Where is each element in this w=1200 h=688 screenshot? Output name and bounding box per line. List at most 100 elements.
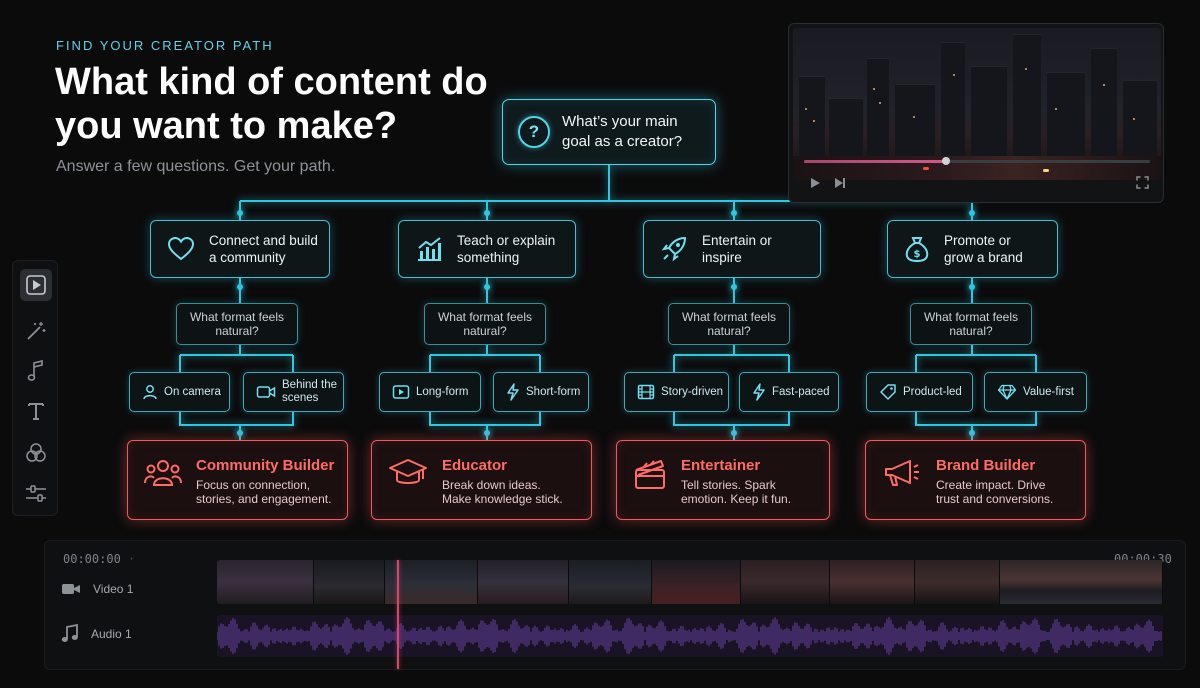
toolbar-magic-button[interactable] <box>24 319 48 343</box>
diamond-icon <box>997 384 1017 400</box>
video-clip[interactable] <box>1000 560 1163 604</box>
video-track[interactable] <box>217 560 1163 604</box>
video-progress-fill <box>804 160 946 163</box>
option-label: Product-led <box>903 385 962 398</box>
goal-node-brand[interactable]: $ Promote or grow a brand <box>887 220 1058 278</box>
option-story-driven[interactable]: Story-driven <box>624 372 729 412</box>
graduation-cap-icon <box>389 459 427 484</box>
video-clip[interactable] <box>217 560 314 604</box>
audio-track[interactable] <box>217 615 1163 657</box>
video-clip[interactable] <box>314 560 385 604</box>
svg-text:$: $ <box>914 249 921 260</box>
video-clip[interactable] <box>652 560 741 604</box>
option-label: Story-driven <box>661 385 723 398</box>
format-question-teach[interactable]: What format feels natural? <box>424 303 546 345</box>
clapperboard-icon <box>635 460 665 489</box>
option-behind-the-scenes[interactable]: Behind the scenes <box>243 372 344 412</box>
result-title: Educator <box>442 457 508 474</box>
kicker-label: FIND YOUR CREATOR PATH <box>56 38 274 53</box>
option-label: Value-first <box>1023 385 1074 398</box>
question-icon: ? <box>518 116 550 148</box>
option-label: Fast-paced <box>772 385 830 398</box>
result-community-builder[interactable]: Community Builder Focus on connection, s… <box>127 440 348 520</box>
bolt-icon <box>507 383 519 401</box>
waveform-path <box>217 617 1162 655</box>
option-product-led[interactable]: Product-led <box>866 372 973 412</box>
option-long-form[interactable]: Long-form <box>379 372 481 412</box>
play-icon <box>26 275 46 295</box>
toolbar-audio-button[interactable] <box>24 359 48 383</box>
play-box-icon <box>392 385 410 399</box>
toolbar-play-button[interactable] <box>20 269 52 301</box>
video-progress-handle[interactable] <box>941 157 950 165</box>
result-description: Create impact. Drive trust and conversio… <box>936 478 1054 506</box>
result-brand-builder[interactable]: Brand Builder Create impact. Drive trust… <box>865 440 1086 520</box>
main-question-node[interactable]: ? What’s your main goal as a creator? <box>502 99 716 165</box>
track-name: Audio 1 <box>91 627 132 641</box>
option-label: Behind the scenes <box>282 379 337 404</box>
megaphone-icon <box>885 460 919 486</box>
tag-icon <box>880 384 896 400</box>
result-title: Entertainer <box>681 457 761 474</box>
video-frame-city-night <box>793 28 1161 180</box>
play-icon[interactable] <box>809 177 821 189</box>
editor-toolbar <box>12 260 58 516</box>
color-circles-icon <box>26 443 46 462</box>
result-title: Community Builder <box>196 457 335 474</box>
goal-node-teach[interactable]: Teach or explain something <box>398 220 576 278</box>
chart-icon <box>418 237 441 261</box>
people-icon <box>144 460 182 486</box>
video-clip[interactable] <box>915 560 1000 604</box>
fullscreen-icon[interactable] <box>1136 176 1149 189</box>
next-icon[interactable] <box>834 177 846 189</box>
heart-icon <box>167 236 195 261</box>
option-short-form[interactable]: Short-form <box>493 372 589 412</box>
video-clip[interactable] <box>830 560 915 604</box>
music-note-icon <box>61 624 78 642</box>
rocket-icon <box>661 236 687 262</box>
video-clip[interactable] <box>385 560 478 604</box>
option-fast-paced[interactable]: Fast-paced <box>739 372 839 412</box>
track-label-audio[interactable]: Audio 1 <box>61 624 132 644</box>
format-question-entertain[interactable]: What format feels natural? <box>668 303 790 345</box>
goal-label: Entertain or inspire <box>702 233 772 265</box>
option-value-first[interactable]: Value-first <box>984 372 1087 412</box>
result-description: Focus on connection, stories, and engage… <box>196 478 332 506</box>
video-clip[interactable] <box>741 560 830 604</box>
format-question-brand[interactable]: What format feels natural? <box>910 303 1032 345</box>
film-icon <box>637 384 655 400</box>
money-bag-icon: $ <box>905 237 929 263</box>
music-note-icon <box>27 360 43 381</box>
option-label: Short-form <box>526 385 581 398</box>
toolbar-text-button[interactable] <box>24 399 48 423</box>
result-entertainer[interactable]: Entertainer Tell stories. Spark emotion.… <box>616 440 830 520</box>
video-progress-bar[interactable] <box>804 157 1150 165</box>
person-icon <box>143 385 157 400</box>
result-description: Break down ideas. Make knowledge stick. <box>442 478 563 506</box>
track-label-video[interactable]: Video 1 <box>61 581 133 597</box>
page-subtitle: Answer a few questions. Get your path. <box>56 158 336 175</box>
goal-label: Connect and build a community <box>209 233 318 265</box>
video-camera-icon <box>62 584 80 594</box>
text-icon <box>28 403 44 420</box>
sliders-icon <box>26 485 46 502</box>
option-on-camera[interactable]: On camera <box>129 372 230 412</box>
track-name: Video 1 <box>93 582 134 596</box>
option-label: On camera <box>164 385 221 398</box>
toolbar-color-button[interactable] <box>24 441 48 465</box>
video-clip[interactable] <box>478 560 569 604</box>
goal-node-community[interactable]: Connect and build a community <box>150 220 330 278</box>
option-label: Long-form <box>416 385 469 398</box>
audio-waveform <box>217 617 1162 655</box>
format-question-community[interactable]: What format feels natural? <box>176 303 298 345</box>
timeline-playhead[interactable] <box>396 560 399 669</box>
result-educator[interactable]: Educator Break down ideas. Make knowledg… <box>371 440 592 520</box>
result-title: Brand Builder <box>936 457 1036 474</box>
video-clip[interactable] <box>569 560 652 604</box>
bolt-icon <box>753 383 765 401</box>
video-preview-player[interactable] <box>788 23 1164 203</box>
toolbar-adjust-button[interactable] <box>24 482 48 506</box>
goal-node-entertain[interactable]: Entertain or inspire <box>643 220 821 278</box>
result-description: Tell stories. Spark emotion. Keep it fun… <box>681 478 792 506</box>
page-title: What kind of content do you want to make… <box>55 61 488 147</box>
